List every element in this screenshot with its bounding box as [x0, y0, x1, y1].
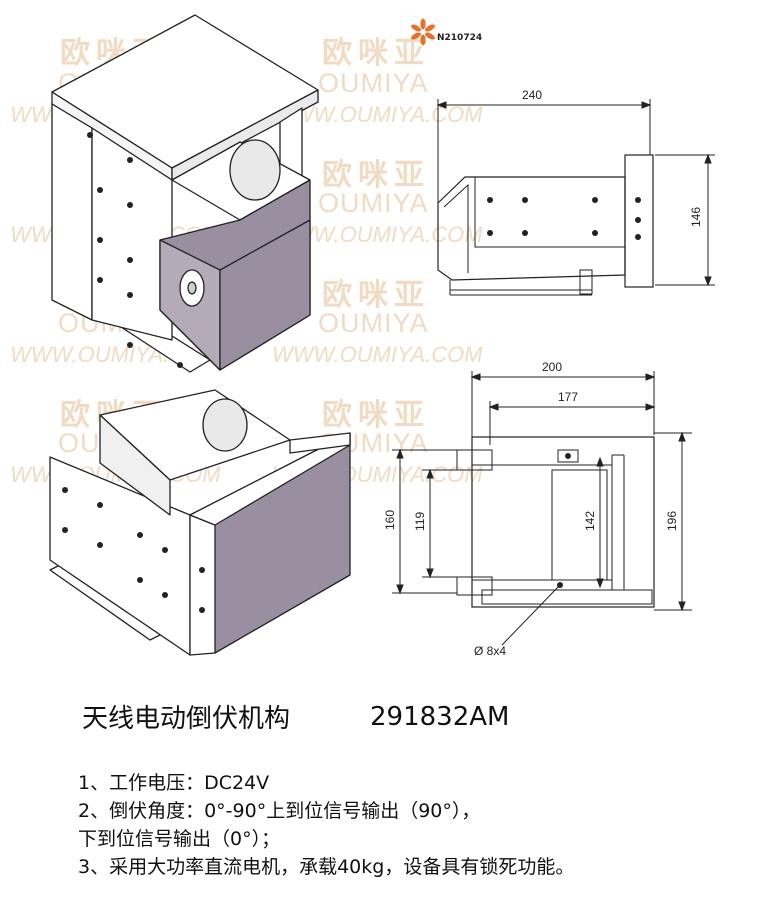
spec-line: 3、采用大功率直流电机，承载40kg，设备具有锁死功能。: [78, 856, 575, 878]
dim-top-height-mid: 142: [583, 511, 597, 531]
dim-top-height-inner: 119: [413, 512, 427, 531]
watermark-cn: 欧咪亚: [322, 398, 430, 433]
dim-side-width: 240: [522, 88, 542, 102]
flower-logo-icon: [411, 18, 435, 46]
watermark-en: OUMIYA: [318, 308, 429, 338]
isometric-view-upright: [51, 14, 319, 373]
spec-line: 下到位信号输出（0°）；: [78, 828, 281, 850]
dim-side-height: 146: [689, 207, 703, 227]
watermark-url: WWW.OUMIYA.COM: [272, 342, 483, 367]
spec-line: 2、倒伏角度：0°-90°上到位信号输出（90°），: [78, 800, 481, 822]
watermark-cn: 欧咪亚: [322, 36, 430, 71]
spec-line: 1、工作电压：DC24V: [78, 772, 270, 794]
top-view-drawing: 200 177 160 119 142 196 Ø 8x4: [383, 360, 692, 658]
dim-top-width: 200: [542, 360, 562, 374]
model-number: 291832AM: [370, 702, 510, 732]
dim-top-height-outer: 160: [383, 510, 397, 530]
watermark-en: OUMIYA: [318, 68, 429, 98]
side-view-drawing: 240 146: [436, 88, 715, 296]
dim-top-height-right: 196: [665, 511, 679, 531]
watermark-cn: 欧咪亚: [322, 278, 430, 313]
dim-hole-spec: Ø 8x4: [474, 644, 506, 658]
dim-top-inner-width: 177: [558, 390, 578, 404]
product-title: 天线电动倒伏机构: [82, 704, 291, 734]
watermark-cn: 欧咪亚: [322, 158, 430, 193]
watermark-en: OUMIYA: [318, 188, 429, 218]
badge-code: N210724: [437, 33, 483, 43]
isometric-view-folded: [49, 389, 351, 656]
